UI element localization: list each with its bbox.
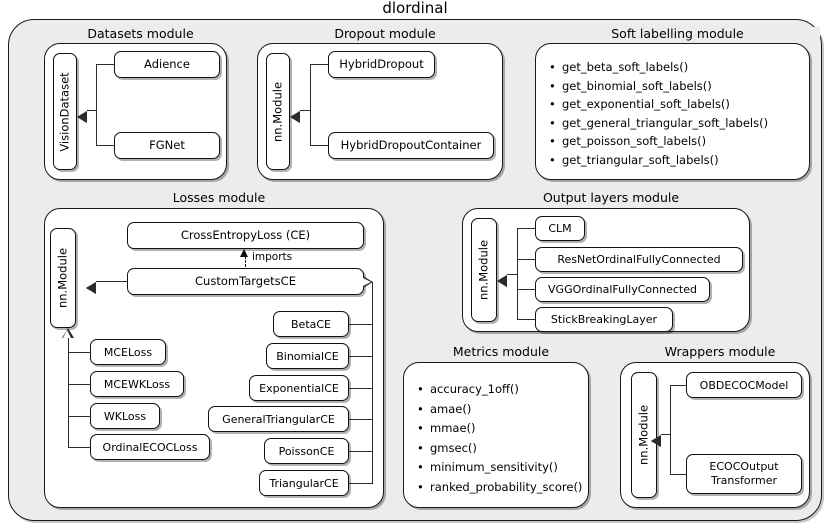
page-title: dlordinal — [382, 0, 448, 17]
module-title-datasets: Datasets module — [44, 27, 237, 41]
class-node-mceloss: MCELoss — [90, 339, 166, 365]
class-node-ecocoutputtransformer-line1: ECOCOutput — [709, 460, 779, 473]
list-item: ranked_probability_score() — [417, 478, 589, 498]
class-node-mcewkloss: MCEWKLoss — [90, 371, 184, 397]
connector-losses-left-2 — [68, 384, 91, 386]
list-item: minimum_sensitivity() — [417, 458, 589, 478]
list-item: get_poisson_soft_labels() — [549, 132, 810, 151]
connector-losses-left-riser — [68, 338, 70, 353]
class-node-generaltriangularce: GeneralTriangularCE — [208, 406, 349, 432]
list-item: amae() — [417, 400, 589, 420]
class-node-ecocoutputtransformer: ECOCOutput Transformer — [686, 454, 802, 494]
class-node-hybriddropout: HybridDropout — [328, 51, 435, 78]
list-item: accuracy_1off() — [417, 380, 589, 400]
connector-losses-right-2 — [349, 356, 373, 358]
class-node-ordinalecocloss: OrdinalECOCLoss — [90, 434, 210, 460]
connector-datasets-spine — [96, 64, 98, 146]
class-node-wkloss: WKLoss — [90, 403, 160, 429]
class-node-adience: Adience — [114, 51, 220, 78]
class-node-customtargetsce: CustomTargetsCE — [127, 268, 364, 295]
connector-wrappers-base — [661, 434, 671, 436]
connector-losses-right-6 — [349, 483, 373, 485]
module-title-output-layers: Output layers module — [462, 191, 760, 205]
list-item: mmae() — [417, 419, 589, 439]
connector-outputlayers-1 — [517, 228, 536, 230]
list-item: gmsec() — [417, 439, 589, 459]
connector-losses-right-1 — [349, 324, 373, 326]
module-title-metrics: Metrics module — [403, 345, 599, 359]
generalization-arrow-customtargetsce-fill — [363, 278, 371, 287]
connector-losses-right-4 — [349, 419, 373, 421]
connector-dropout-base — [300, 110, 310, 112]
imports-arrowhead-icon — [240, 249, 248, 257]
list-item: get_binomial_soft_labels() — [549, 77, 810, 96]
connector-losses-left-4 — [68, 447, 91, 449]
class-node-hybriddropoutcontainer: HybridDropoutContainer — [328, 132, 494, 159]
connector-dropout-spine — [310, 64, 312, 146]
list-item: get_beta_soft_labels() — [549, 58, 810, 77]
function-list-soft-labelling: get_beta_soft_labels() get_binomial_soft… — [535, 48, 810, 169]
module-title-wrappers: Wrappers module — [620, 345, 820, 359]
connector-losses-right-spine — [372, 288, 374, 483]
connector-losses-left-spine — [68, 352, 70, 447]
class-node-outputlayers-nnmodule: nn.Module — [471, 218, 497, 322]
class-node-visiondataset: VisionDataset — [53, 53, 77, 170]
class-node-vggordinalfullyconnected: VGGOrdinalFullyConnected — [535, 277, 710, 302]
connector-outputlayers-4 — [517, 319, 536, 321]
module-title-losses: Losses module — [44, 191, 394, 205]
connector-losses-left-1 — [68, 352, 91, 354]
connector-outputlayers-base — [507, 274, 517, 276]
connector-wrappers-spine — [670, 385, 672, 475]
class-node-losses-nnmodule: nn.Module — [50, 228, 76, 328]
connector-wrappers-1 — [670, 385, 687, 387]
module-title-dropout: Dropout module — [257, 27, 513, 41]
class-node-poissonce: PoissonCE — [264, 438, 349, 464]
module-title-soft-labelling: Soft labelling module — [535, 27, 820, 41]
connector-datasets-base — [87, 110, 97, 112]
class-node-dropout-nnmodule: nn.Module — [266, 53, 290, 170]
class-node-exponentialce: ExponentialCE — [249, 375, 349, 401]
connector-datasets-fgnet — [96, 145, 115, 147]
connector-losses-left-3 — [68, 416, 91, 418]
connector-losses-right-5 — [349, 451, 373, 453]
class-node-triangularce: TriangularCE — [259, 470, 349, 496]
class-node-stickbreakinglayer: StickBreakingLayer — [535, 307, 673, 332]
generalization-arrow-losses-nnmodule-bottom-fill — [63, 330, 72, 339]
class-node-obdecocmodel: OBDECOCModel — [686, 372, 802, 398]
class-node-clm: CLM — [535, 216, 585, 241]
connector-outputlayers-3 — [517, 289, 536, 291]
dependency-line-imports — [245, 252, 246, 267]
imports-label: imports — [252, 251, 293, 263]
connector-datasets-adience — [96, 64, 115, 66]
class-node-binomialce: BinomialCE — [266, 343, 349, 369]
connector-outputlayers-2 — [517, 259, 536, 261]
connector-wrappers-2 — [670, 474, 687, 476]
class-node-crossentropyloss: CrossEntropyLoss (CE) — [127, 222, 364, 249]
class-node-fgnet: FGNet — [114, 132, 220, 159]
connector-customtargets-riser — [372, 282, 374, 290]
function-list-metrics: accuracy_1off() amae() mmae() gmsec() mi… — [403, 370, 589, 497]
connector-dropout-child1 — [310, 64, 329, 66]
connector-customtargets-to-nnmodule — [96, 281, 128, 283]
list-item: get_triangular_soft_labels() — [549, 151, 810, 170]
class-node-ecocoutputtransformer-line2: Transformer — [710, 474, 777, 487]
connector-losses-right-3 — [349, 388, 373, 390]
list-item: get_general_triangular_soft_labels() — [549, 114, 810, 133]
connector-dropout-child2 — [310, 145, 329, 147]
class-node-resnetordinalfullyconnected: ResNetOrdinalFullyConnected — [535, 247, 743, 272]
class-node-betace: BetaCE — [273, 311, 349, 337]
list-item: get_exponential_soft_labels() — [549, 95, 810, 114]
connector-outputlayers-spine — [517, 228, 519, 320]
